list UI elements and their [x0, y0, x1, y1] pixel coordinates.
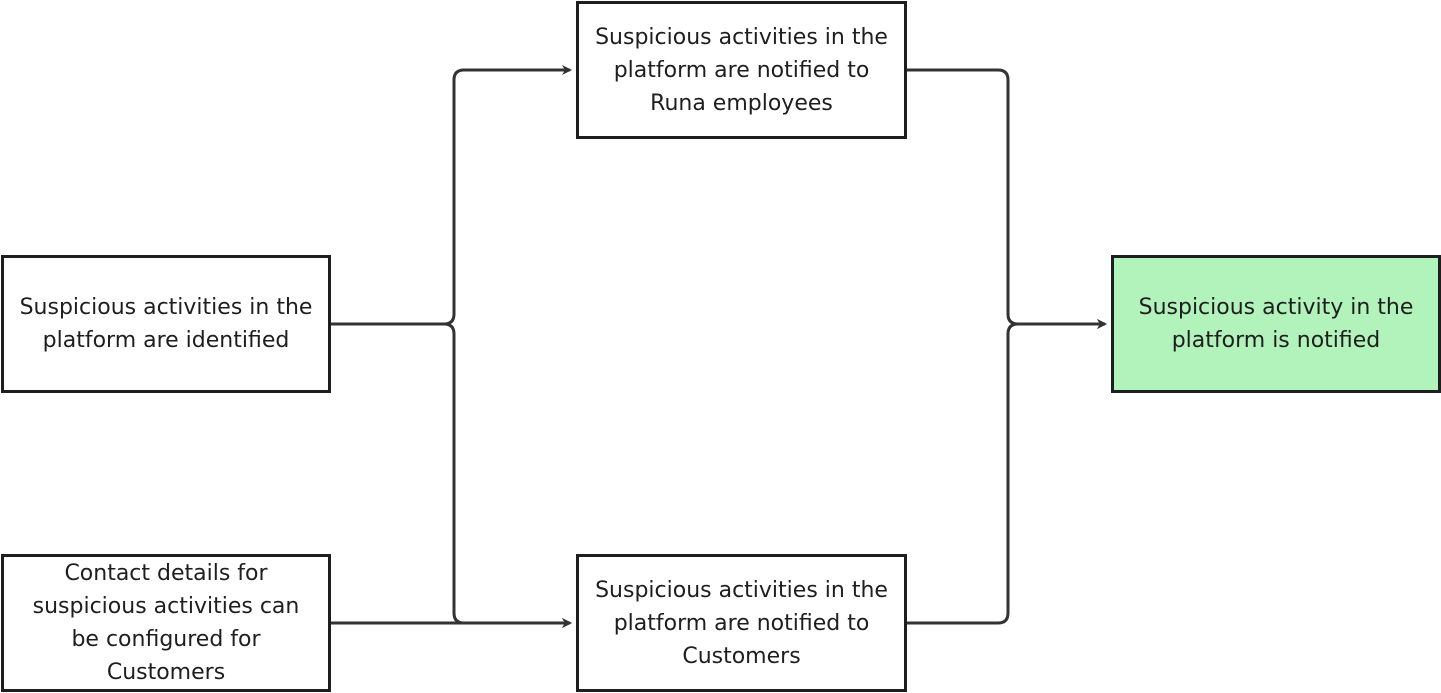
edge-identified-to-employees — [331, 65, 572, 326]
node-label: Suspicious activities in the platform ar… — [595, 577, 888, 669]
node-label: Suspicious activities in the platform ar… — [595, 24, 888, 116]
node-notified-to-customers[interactable]: Suspicious activities in the platform ar… — [576, 554, 907, 692]
node-label: Suspicious activity in the platform is n… — [1138, 295, 1414, 353]
edge-employees-to-result — [907, 68, 1107, 329]
edge-customers-to-result — [907, 319, 1107, 625]
node-activities-identified[interactable]: Suspicious activities in the platform ar… — [1, 255, 331, 393]
node-label: Contact details for suspicious activitie… — [32, 561, 300, 685]
node-label: Suspicious activities in the platform ar… — [19, 295, 313, 353]
node-activity-notified-result[interactable]: Suspicious activity in the platform is n… — [1111, 255, 1441, 393]
edge-identified-to-customers — [331, 322, 572, 628]
node-contact-details-configured[interactable]: Contact details for suspicious activitie… — [1, 554, 331, 692]
node-notified-to-employees[interactable]: Suspicious activities in the platform ar… — [576, 1, 907, 139]
